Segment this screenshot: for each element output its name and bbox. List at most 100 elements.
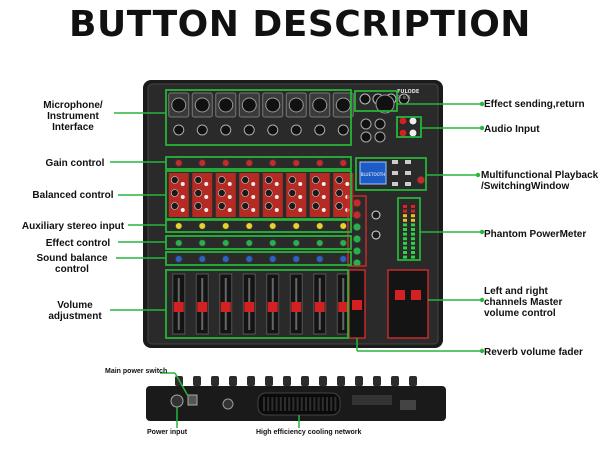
label-volume-adjustment: Volume adjustment: [48, 300, 102, 322]
eq-knob: [217, 202, 226, 210]
eq-indicator: [204, 182, 209, 186]
effect-knob: [339, 239, 348, 247]
master-fader-cap-right: [411, 290, 421, 300]
aux-knob: [268, 222, 277, 230]
label-audio-input: Audio Input: [484, 124, 540, 135]
vent-slat: [334, 397, 337, 411]
master-knob: [352, 246, 362, 256]
eq-indicator: [251, 208, 256, 212]
fader-cap: [314, 302, 325, 312]
playback-button: [392, 182, 398, 186]
eq-knob: [264, 202, 273, 210]
eq-knob: [194, 189, 203, 197]
pan-knob: [245, 255, 254, 263]
line-jack: [173, 124, 185, 136]
meter-led: [403, 237, 407, 241]
gain-knob: [268, 159, 277, 167]
eq-indicator: [180, 182, 185, 186]
meter-led: [411, 241, 415, 245]
back-knob: [409, 376, 417, 386]
callout-box-playback: [355, 157, 427, 191]
pan-knob: [339, 255, 348, 263]
line-jack: [243, 124, 255, 136]
label-sound-balance: Sound balance control: [36, 253, 108, 275]
main-out-xlr: [375, 94, 395, 114]
xlr-socket: [171, 97, 187, 113]
back-knob: [265, 376, 273, 386]
fader-cap: [291, 302, 302, 312]
label-aux-stereo-input: Auxiliary stereo input: [21, 221, 125, 232]
eq-knob: [335, 202, 344, 210]
meter-led: [411, 232, 415, 236]
meter-led: [403, 214, 407, 218]
gain-knob: [292, 159, 301, 167]
vent-slat: [330, 397, 333, 411]
return-jack: [374, 131, 386, 143]
back-knob: [355, 376, 363, 386]
vent-slat: [300, 397, 303, 411]
label-effect-control: Effect control: [45, 238, 111, 249]
pan-knob: [292, 255, 301, 263]
callout-box-balanced: [165, 170, 352, 220]
label-balanced-control: Balanced control: [32, 190, 114, 201]
eq-knob: [170, 202, 179, 210]
vent-slat: [271, 397, 274, 411]
label-gain-control: Gain control: [45, 158, 105, 169]
eq-indicator: [251, 195, 256, 199]
eq-knob: [288, 202, 297, 210]
callout-box-volume: [165, 269, 349, 339]
eq-indicator: [204, 195, 209, 199]
aux-knob: [315, 222, 324, 230]
effect-knob: [292, 239, 301, 247]
eq-indicator: [227, 195, 232, 199]
playback-button: [392, 160, 398, 164]
label-main-power-switch: Main power switch: [105, 368, 168, 375]
back-knob: [301, 376, 309, 386]
back-knob: [229, 376, 237, 386]
pan-knob: [268, 255, 277, 263]
eq-indicator: [298, 182, 303, 186]
eq-indicator: [345, 182, 350, 186]
callout-box-phantom: [397, 197, 421, 261]
meter-led: [411, 214, 415, 218]
effect-knob: [245, 239, 254, 247]
meter-led: [411, 246, 415, 250]
gain-knob: [174, 159, 183, 167]
label-effect-send: Effect sending,return: [484, 99, 585, 110]
line-jack: [220, 124, 232, 136]
callout-box-effect: [165, 235, 352, 250]
master-fader-frame: [387, 269, 429, 339]
aux-knob: [292, 222, 301, 230]
line-jack: [196, 124, 208, 136]
meter-led: [403, 251, 407, 254]
vent-slat: [279, 397, 282, 411]
label-mic-interface: Microphone/ Instrument Interface: [43, 100, 103, 133]
pan-knob: [174, 255, 183, 263]
meter-led: [403, 255, 407, 259]
eq-knob: [241, 189, 250, 197]
fader-cap: [338, 302, 349, 312]
eq-knob: [264, 189, 273, 197]
callout-box-pan: [165, 251, 352, 266]
callout-box-audio-input: [396, 116, 422, 138]
playback-button: [405, 182, 411, 186]
eq-knob: [264, 176, 273, 184]
gain-knob: [198, 159, 207, 167]
pan-knob: [315, 255, 324, 263]
eq-knob: [288, 189, 297, 197]
meter-led: [411, 209, 415, 213]
meter-led: [411, 255, 415, 259]
eq-knob: [241, 176, 250, 184]
label-power-input: Power input: [147, 429, 188, 436]
vent-slat: [267, 397, 270, 411]
eq-knob: [217, 176, 226, 184]
back-knob: [373, 376, 381, 386]
repeat-knob: [371, 230, 381, 240]
playback-button: [392, 171, 398, 175]
fader-cap: [173, 302, 184, 312]
meter-led: [403, 228, 407, 231]
lcd-text: BLUETOOTH: [361, 172, 385, 177]
meter-led: [411, 237, 415, 241]
callout-dot: [479, 348, 485, 354]
